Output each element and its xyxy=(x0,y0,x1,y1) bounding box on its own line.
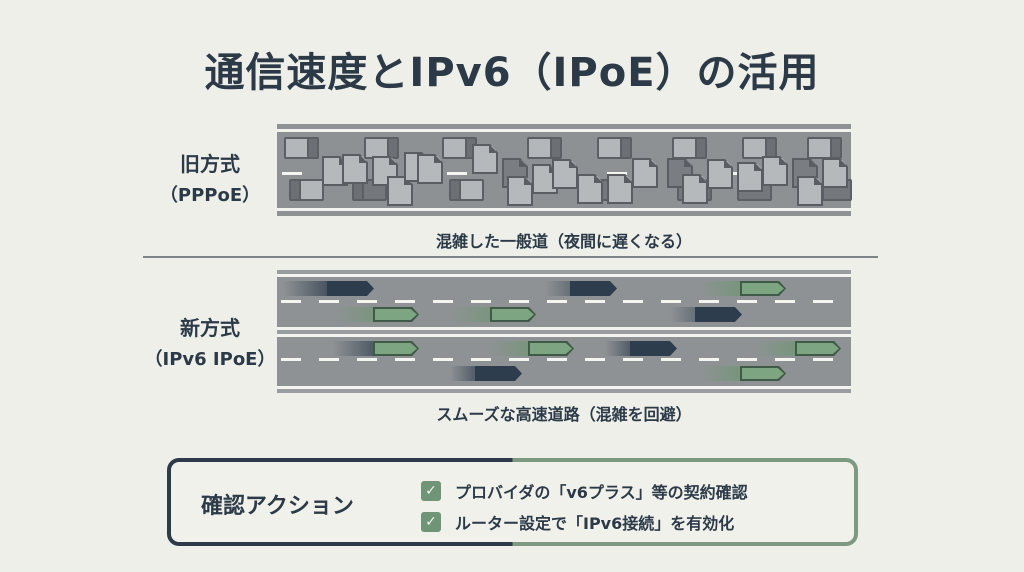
old-method-subtitle: （PPPoE） xyxy=(159,185,261,206)
fast-car-icon xyxy=(373,341,419,356)
old-method-caption: 混雑した一般道（夜間に遅くなる） xyxy=(435,232,692,251)
fast-car-icon xyxy=(327,281,374,296)
action-item-text: プロバイダの「v6プラス」等の契約確認 xyxy=(455,483,748,502)
fast-car-icon xyxy=(490,307,536,322)
new-method-caption: スムーズな高速道路（混雑を回避） xyxy=(436,405,692,424)
fast-car-icon xyxy=(740,281,786,296)
fast-car-icon xyxy=(373,307,419,322)
fast-car-icon xyxy=(795,341,841,356)
congested-road-illustration xyxy=(277,124,852,216)
action-box: 確認アクション ✓ プロバイダの「v6プラス」等の契約確認 ✓ ルーター設定で「… xyxy=(167,458,858,546)
new-method-title: 新方式 xyxy=(180,316,240,340)
fast-car-icon xyxy=(740,366,786,381)
fast-car-icon xyxy=(475,366,522,381)
old-method-label: 旧方式 （PPPoE） xyxy=(150,148,270,207)
checkbox-checked-icon: ✓ xyxy=(421,512,441,532)
action-item-text: ルーター設定で「IPv6接続」を有効化 xyxy=(455,514,735,533)
fast-car-icon xyxy=(630,341,677,356)
action-item: ✓ プロバイダの「v6プラス」等の契約確認 xyxy=(421,479,748,503)
section-divider xyxy=(143,256,878,258)
fast-car-icon xyxy=(528,341,574,356)
fast-car-icon xyxy=(695,307,742,322)
old-method-title: 旧方式 xyxy=(180,152,240,176)
page-title: 通信速度とIPv6（IPoE）の活用 xyxy=(204,50,820,96)
action-item: ✓ ルーター設定で「IPv6接続」を有効化 xyxy=(421,510,734,534)
fast-car-icon xyxy=(570,281,617,296)
checkbox-checked-icon: ✓ xyxy=(421,481,441,501)
new-method-subtitle: （IPv6 IPoE） xyxy=(144,349,276,370)
action-title: 確認アクション xyxy=(201,494,354,519)
new-method-label: 新方式 （IPv6 IPoE） xyxy=(140,312,280,371)
